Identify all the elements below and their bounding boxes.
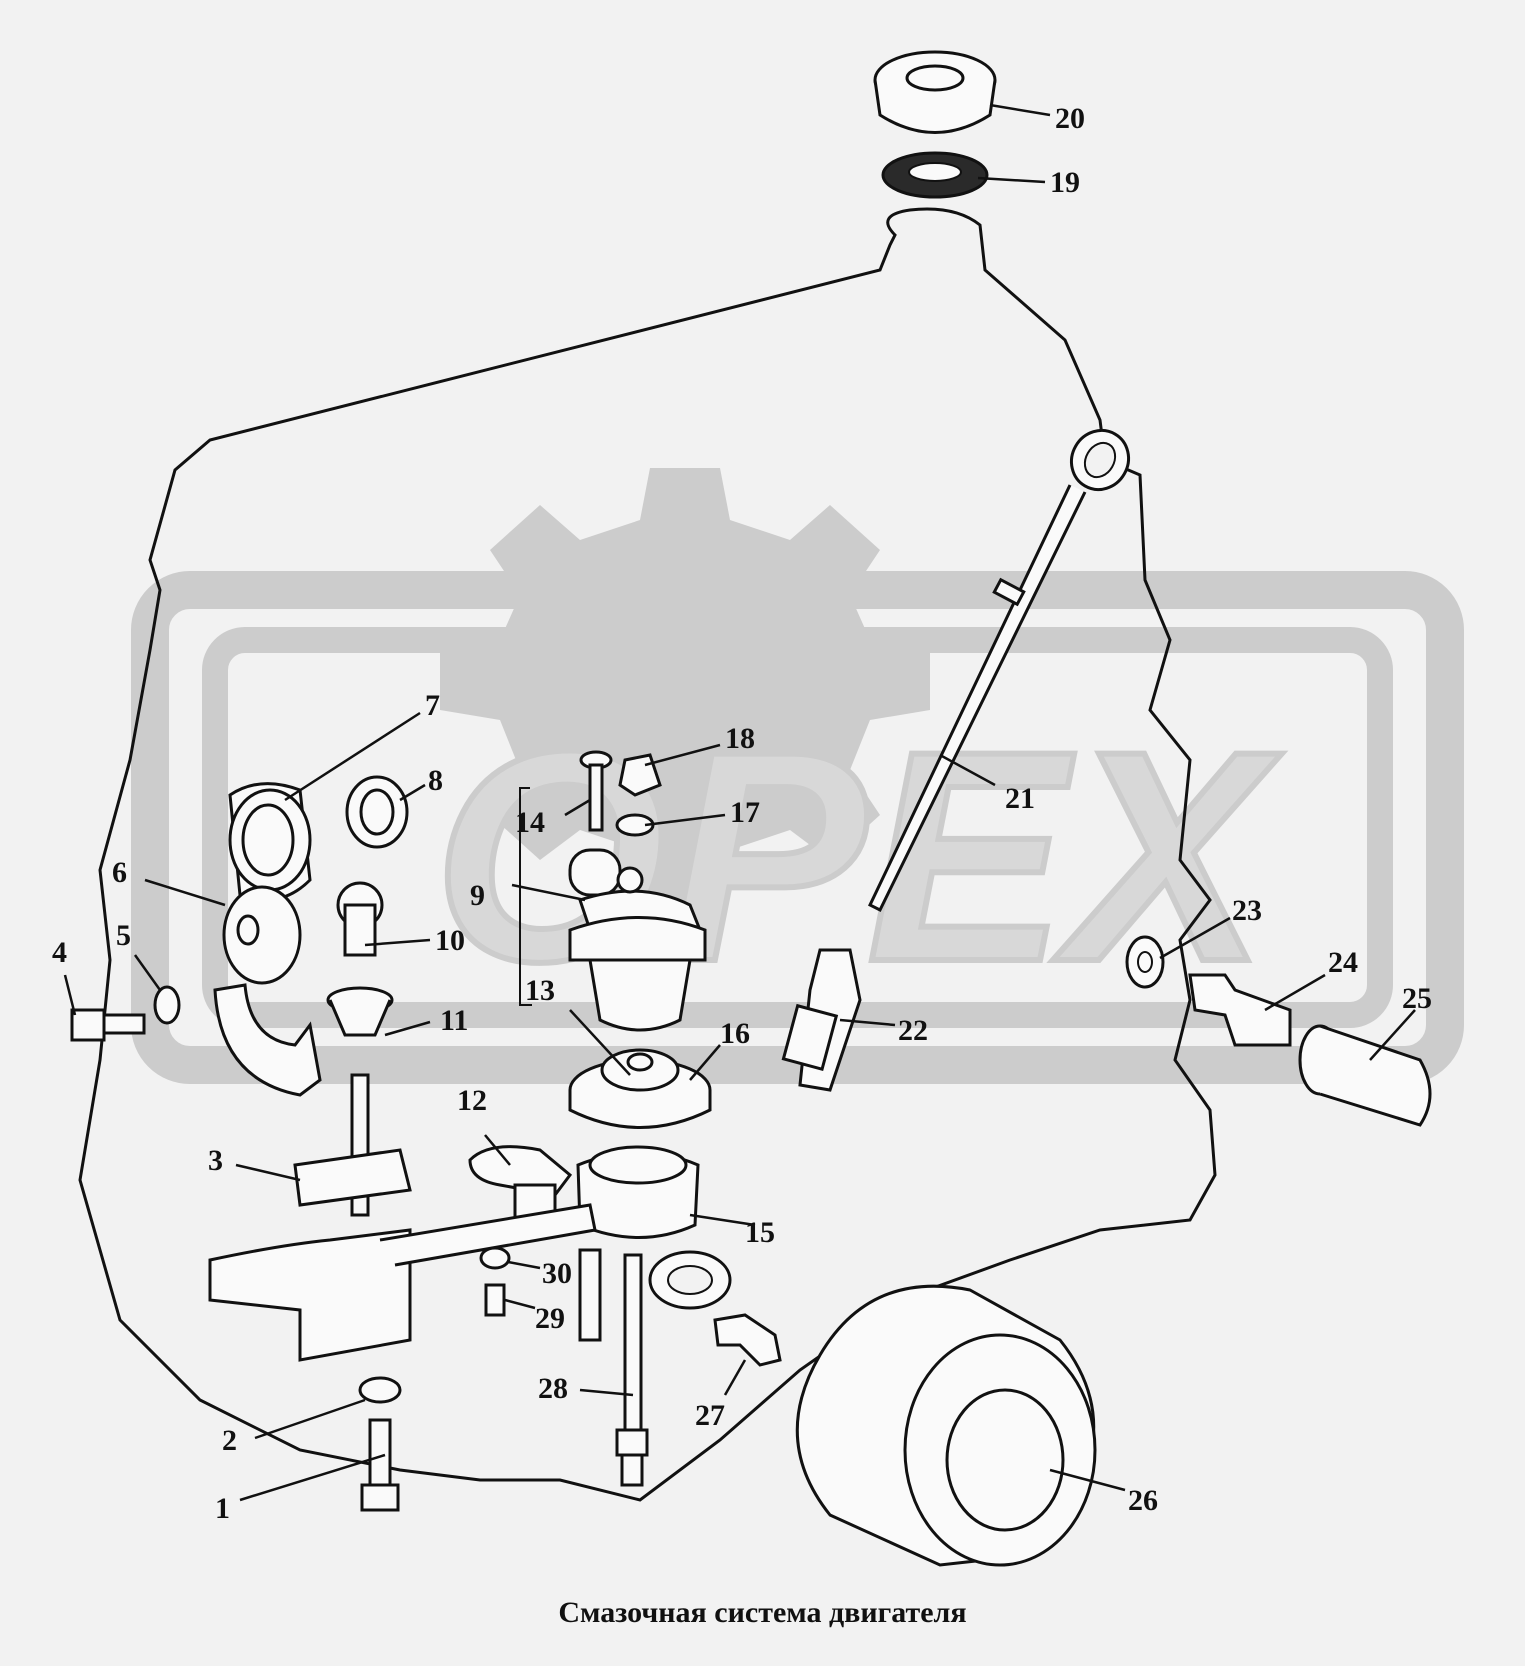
callout-20: 20 (1055, 102, 1085, 135)
callout-21: 21 (1005, 782, 1035, 815)
callout-14: 14 (515, 806, 545, 839)
callout-2: 2 (222, 1424, 237, 1457)
part-29-bolt (484, 1283, 506, 1317)
part-21-dipstick (868, 428, 1131, 913)
bracket-half-ring (213, 983, 322, 1097)
callout-7: 7 (425, 689, 440, 722)
watermark-banner-outer (131, 571, 1464, 1084)
leader-lines (63, 103, 1416, 1502)
callout-23: 23 (1232, 894, 1262, 927)
part-11-plug (326, 986, 394, 1037)
callout-16: 16 (720, 1017, 750, 1050)
callout-28: 28 (538, 1372, 568, 1405)
part-1-bolt (360, 1418, 400, 1512)
callout-9: 9 (470, 879, 485, 912)
callout-22: 22 (898, 1014, 928, 1047)
oil-pump-assembly (222, 775, 409, 985)
callout-26: 26 (1128, 1484, 1158, 1517)
part-28-stud (615, 1253, 649, 1487)
callout-3: 3 (208, 1144, 223, 1177)
part-19-gasket (881, 151, 989, 199)
part-5-washer (153, 985, 181, 1025)
part-2-washer (358, 1376, 402, 1404)
callout-11: 11 (440, 1004, 468, 1037)
part-9-filter-housing (568, 848, 707, 1032)
part-18-nut (618, 753, 662, 797)
callout-4: 4 (52, 936, 67, 969)
part-23-washer (1125, 935, 1165, 989)
callout-6: 6 (112, 856, 127, 889)
diagram-caption: Смазочная система двигателя (558, 1596, 967, 1629)
callout-15: 15 (745, 1216, 775, 1249)
watermark-logo: OPEX (131, 468, 1464, 1084)
callout-8: 8 (428, 764, 443, 797)
callout-29: 29 (535, 1302, 565, 1335)
callout-10: 10 (435, 924, 465, 957)
part-15-cup (576, 1145, 700, 1239)
callout-12: 12 (457, 1084, 487, 1117)
part-14-screw (579, 750, 613, 832)
callout-27: 27 (695, 1399, 725, 1432)
part-30-washer (479, 1246, 511, 1270)
callout-13: 13 (525, 974, 555, 1007)
callout-17: 17 (730, 796, 760, 829)
part-22-sensor (781, 948, 862, 1092)
part-24-sender (1188, 973, 1292, 1047)
callout-18: 18 (725, 722, 755, 755)
callout-19: 19 (1050, 166, 1080, 199)
callout-numbers: 1 2 3 4 5 6 7 8 9 10 11 12 13 14 15 16 1… (52, 102, 1432, 1525)
part-4-bolt (70, 1008, 146, 1042)
part-27-fitting (713, 1313, 782, 1367)
ring-seal-inner (667, 1265, 713, 1295)
group-bracket-9 (519, 787, 532, 1006)
callout-1: 1 (215, 1492, 230, 1525)
part-26-oil-filter (795, 1284, 1097, 1567)
part-13-16-seals (568, 1048, 712, 1129)
part-25-sleeve (1298, 1024, 1432, 1127)
callout-5: 5 (116, 919, 131, 952)
callout-24: 24 (1328, 946, 1358, 979)
callout-25: 25 (1402, 982, 1432, 1015)
callout-30: 30 (542, 1257, 572, 1290)
part-20-filler-cap (873, 50, 997, 134)
